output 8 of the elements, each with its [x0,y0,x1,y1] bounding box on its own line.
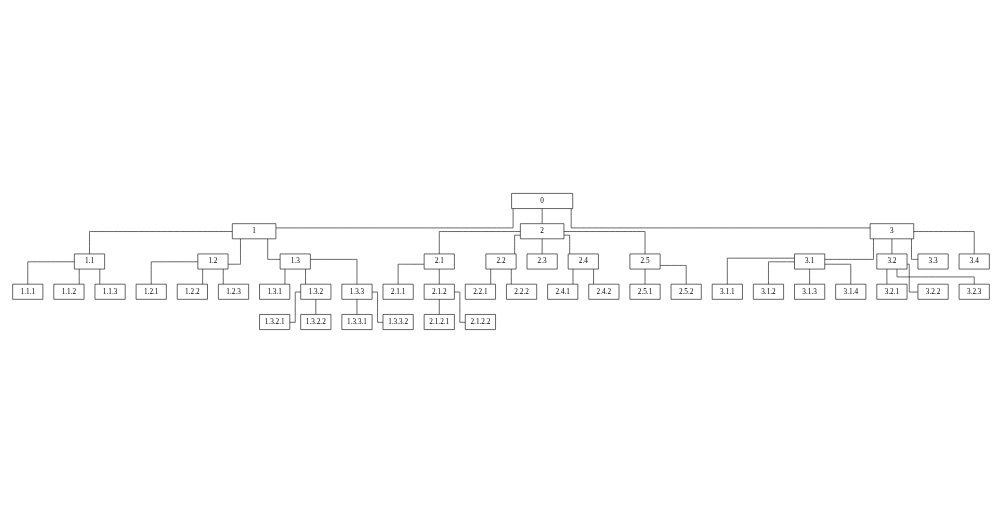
connector [563,230,646,254]
connector [824,238,874,260]
connector [911,238,919,260]
connector [310,258,358,284]
connector [305,268,306,284]
connector [227,238,241,265]
connector [593,268,594,284]
connector [768,261,795,284]
